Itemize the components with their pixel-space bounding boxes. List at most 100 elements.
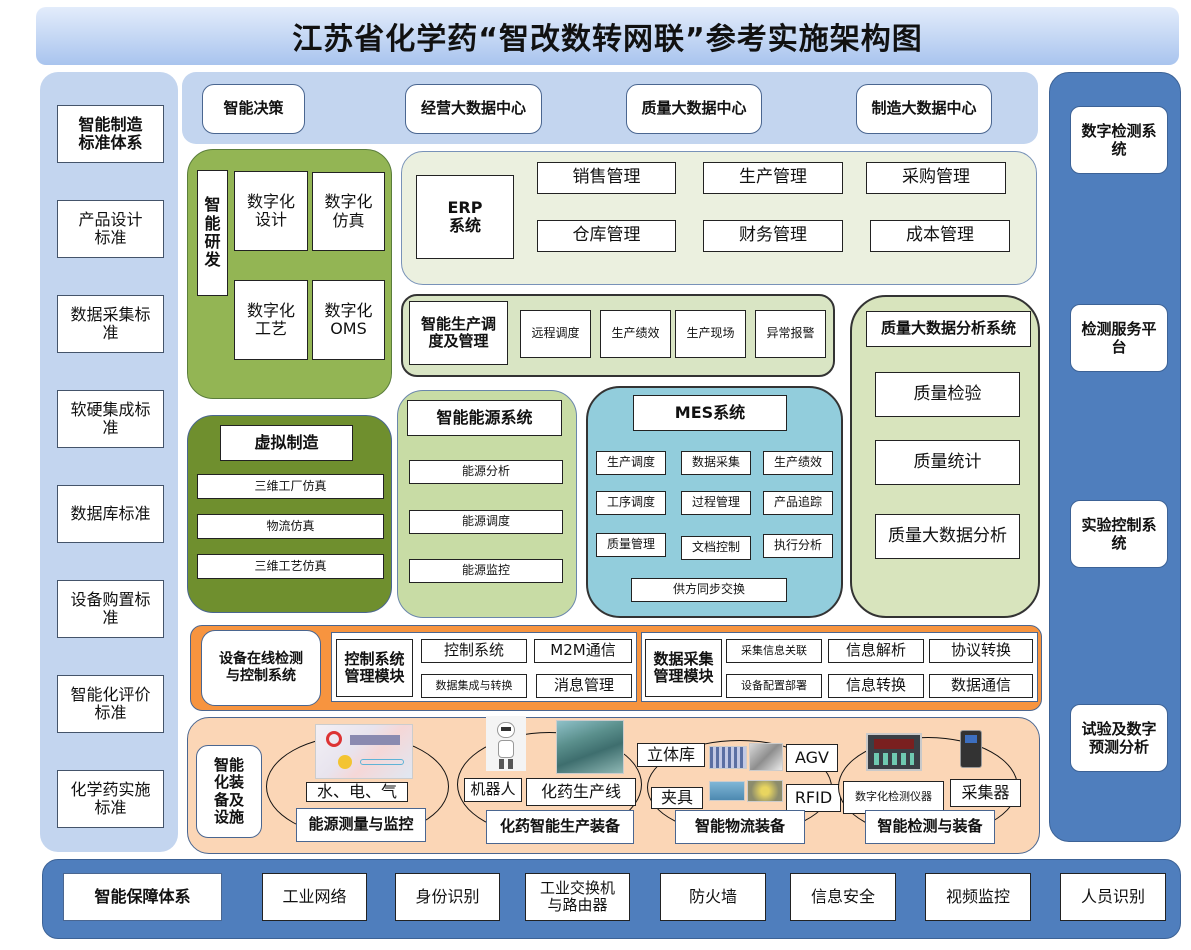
information-security: 信息安全 (790, 873, 896, 921)
logistics-title: 智能物流装备 (675, 810, 805, 844)
diagram-title: 江苏省化学药“智改数转网联”参考实施架构图 (36, 7, 1179, 65)
collector-tag: 采集器 (950, 779, 1021, 807)
energy-scheduling: 能源调度 (409, 510, 563, 534)
3d-factory-simulation: 三维工厂仿真 (197, 474, 384, 499)
device-monitoring-label: 设备在线检测 与控制系统 (201, 630, 321, 706)
stereo-warehouse-tag: 立体库 (637, 743, 705, 767)
energy-analysis: 能源分析 (409, 460, 563, 484)
test-prediction-analysis: 试验及数字 预测分析 (1070, 704, 1168, 772)
erp-warehouse: 仓库管理 (537, 220, 676, 252)
protocol-conversion: 协议转换 (929, 639, 1033, 663)
message-management: 消息管理 (536, 674, 632, 698)
quality-statistics: 质量统计 (875, 440, 1020, 485)
collection-info-linking: 采集信息关联 (726, 639, 822, 663)
production-line-tag: 化药生产线 (526, 778, 636, 806)
quality-data-center: 质量大数据中心 (626, 84, 762, 134)
3d-process-simulation: 三维工艺仿真 (197, 554, 384, 579)
standard-product-design: 产品设计 标准 (57, 200, 164, 258)
smart-decision: 智能决策 (202, 84, 305, 134)
mes-document-control: 文档控制 (681, 536, 751, 560)
digital-simulation: 数字化 仿真 (312, 172, 385, 251)
erp-purchasing: 采购管理 (866, 162, 1006, 194)
standard-database: 数据库标准 (57, 485, 164, 543)
digital-instrument-tag: 数字化检测仪器 (843, 781, 944, 814)
logistics-simulation: 物流仿真 (197, 514, 384, 539)
fixture-tag: 夹具 (651, 787, 703, 809)
mes-quality-management: 质量管理 (596, 533, 666, 557)
info-parsing: 信息解析 (828, 639, 924, 663)
mes-data-collection: 数据采集 (681, 451, 751, 475)
rfid-image (747, 780, 783, 802)
erp-production: 生产管理 (703, 162, 843, 194)
assurance-label: 智能保障体系 (63, 873, 222, 921)
quality-bigdata-analysis: 质量大数据分析 (875, 514, 1020, 559)
mes-product-tracing: 产品追踪 (763, 491, 833, 515)
collector-device-image (960, 730, 982, 768)
remote-scheduling: 远程调度 (520, 310, 591, 358)
mes-production-performance: 生产绩效 (763, 451, 833, 475)
erp-finance: 财务管理 (703, 220, 843, 252)
control-system: 控制系统 (421, 639, 527, 663)
agv-tag: AGV (786, 744, 838, 772)
video-surveillance: 视频监控 (925, 873, 1031, 921)
scheduling-label: 智能生产调 度及管理 (409, 301, 508, 365)
production-equipment-title: 化药智能生产装备 (486, 810, 634, 844)
standard-smart-manufacturing: 智能制造 标准体系 (57, 105, 164, 163)
quality-analysis-label: 质量大数据分析系统 (866, 311, 1031, 347)
water-electricity-gas-tag: 水、电、气 (306, 782, 408, 802)
virtual-manufacturing-label: 虚拟制造 (220, 425, 353, 461)
inspection-title: 智能检测与装备 (865, 810, 995, 844)
firewall: 防火墙 (660, 873, 766, 921)
erp-sales: 销售管理 (537, 162, 676, 194)
standard-chemical-drug: 化学药实施 标准 (57, 770, 164, 828)
exception-alarm: 异常报警 (755, 310, 826, 358)
manufacturing-data-center: 制造大数据中心 (856, 84, 992, 134)
digital-instrument-image (866, 733, 922, 771)
device-config-deploy: 设备配置部署 (726, 674, 822, 698)
data-integration-conversion: 数据集成与转换 (421, 674, 527, 698)
business-data-center: 经营大数据中心 (405, 84, 542, 134)
digital-design: 数字化 设计 (234, 171, 308, 251)
data-communication: 数据通信 (929, 674, 1033, 698)
info-conversion: 信息转换 (828, 674, 924, 698)
smart-equipment-label: 智能 化装 备及 设施 (196, 745, 262, 838)
smart-energy-label: 智能能源系统 (407, 400, 562, 436)
robot-image (486, 716, 526, 771)
m2m-communication: M2M通信 (534, 639, 632, 663)
standard-data-collection: 数据采集标 准 (57, 295, 164, 353)
standards-column (40, 72, 178, 852)
testing-service-platform: 检测服务平 台 (1070, 304, 1168, 372)
mes-process-management: 过程管理 (681, 491, 751, 515)
personnel-identification: 人员识别 (1060, 873, 1166, 921)
rfid-tag: RFID (786, 784, 841, 812)
mes-execution-analysis: 执行分析 (763, 534, 833, 558)
energy-illustration-image (315, 724, 413, 779)
fixture-image (709, 781, 745, 801)
energy-measure-title: 能源测量与监控 (296, 808, 426, 842)
digital-process: 数字化 工艺 (234, 280, 308, 360)
smart-rd-label: 智 能 研 发 (197, 170, 228, 296)
digital-oms: 数字化 OMS (312, 280, 385, 360)
energy-monitoring: 能源监控 (409, 559, 563, 583)
control-module-label: 控制系统 管理模块 (336, 639, 413, 697)
standard-intelligence-evaluation: 智能化评价 标准 (57, 675, 164, 733)
erp-cost: 成本管理 (870, 220, 1010, 252)
mes-production-scheduling: 生产调度 (596, 451, 666, 475)
quality-inspection: 质量检验 (875, 372, 1020, 417)
robot-tag: 机器人 (464, 778, 522, 802)
warehouse-image (709, 746, 747, 769)
standard-integration: 软硬集成标 准 (57, 390, 164, 448)
identity-recognition: 身份识别 (395, 873, 500, 921)
agv-image (749, 743, 783, 771)
data-module-label: 数据采集 管理模块 (645, 639, 722, 697)
erp-label: ERP 系统 (416, 175, 514, 259)
industrial-network: 工业网络 (262, 873, 367, 921)
mes-supplier-sync: 供方同步交换 (631, 578, 787, 602)
switch-router: 工业交换机 与路由器 (525, 873, 630, 921)
production-performance: 生产绩效 (600, 310, 671, 358)
lab-control-system: 实验控制系 统 (1070, 500, 1168, 568)
standard-equipment-purchase: 设备购置标 准 (57, 580, 164, 638)
mes-label: MES系统 (633, 395, 787, 431)
production-site: 生产现场 (675, 310, 746, 358)
mes-process-scheduling: 工序调度 (596, 491, 666, 515)
